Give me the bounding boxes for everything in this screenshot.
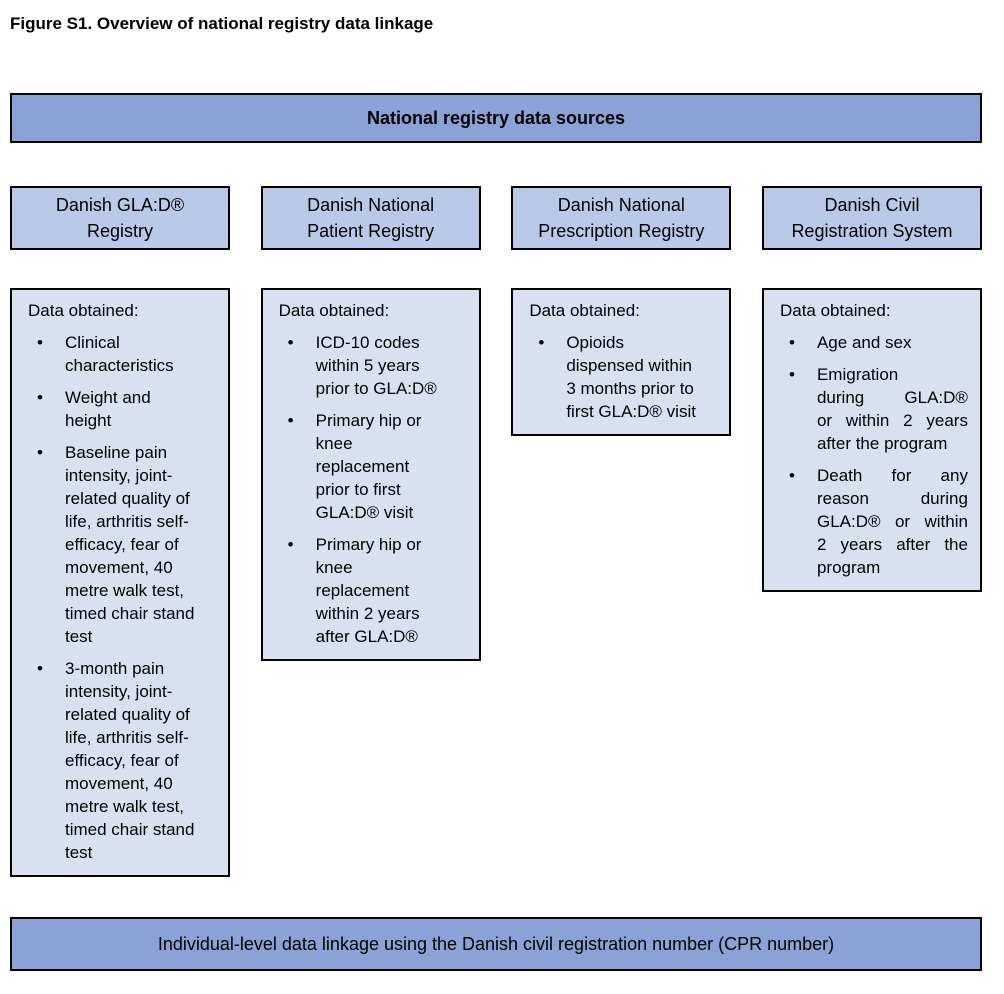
data-obtained-heading: Data obtained: (529, 301, 640, 320)
data-box-civil: Data obtained: Age and sex Emigrationdur… (761, 288, 982, 592)
data-obtained-heading: Data obtained: (278, 301, 390, 320)
figure-title: Figure S1. Overview of national registry… (10, 14, 434, 33)
bottom-banner: Individual-level data linkage using the … (10, 917, 982, 971)
data-obtained-heading: Data obtained: (779, 301, 891, 320)
bottom-banner-label: Individual-level data linkage using the … (157, 933, 835, 954)
list-item: Age and sex (780, 331, 968, 354)
data-obtained-heading: Data obtained: (28, 301, 139, 320)
figure-page: Figure S1. Overview of national registry… (10, 0, 982, 971)
top-banner-label: National registry data sources (366, 107, 626, 128)
registry-box-glad: Danish GLA:D®Registry (10, 186, 230, 250)
top-banner: National registry data sources (10, 93, 982, 143)
